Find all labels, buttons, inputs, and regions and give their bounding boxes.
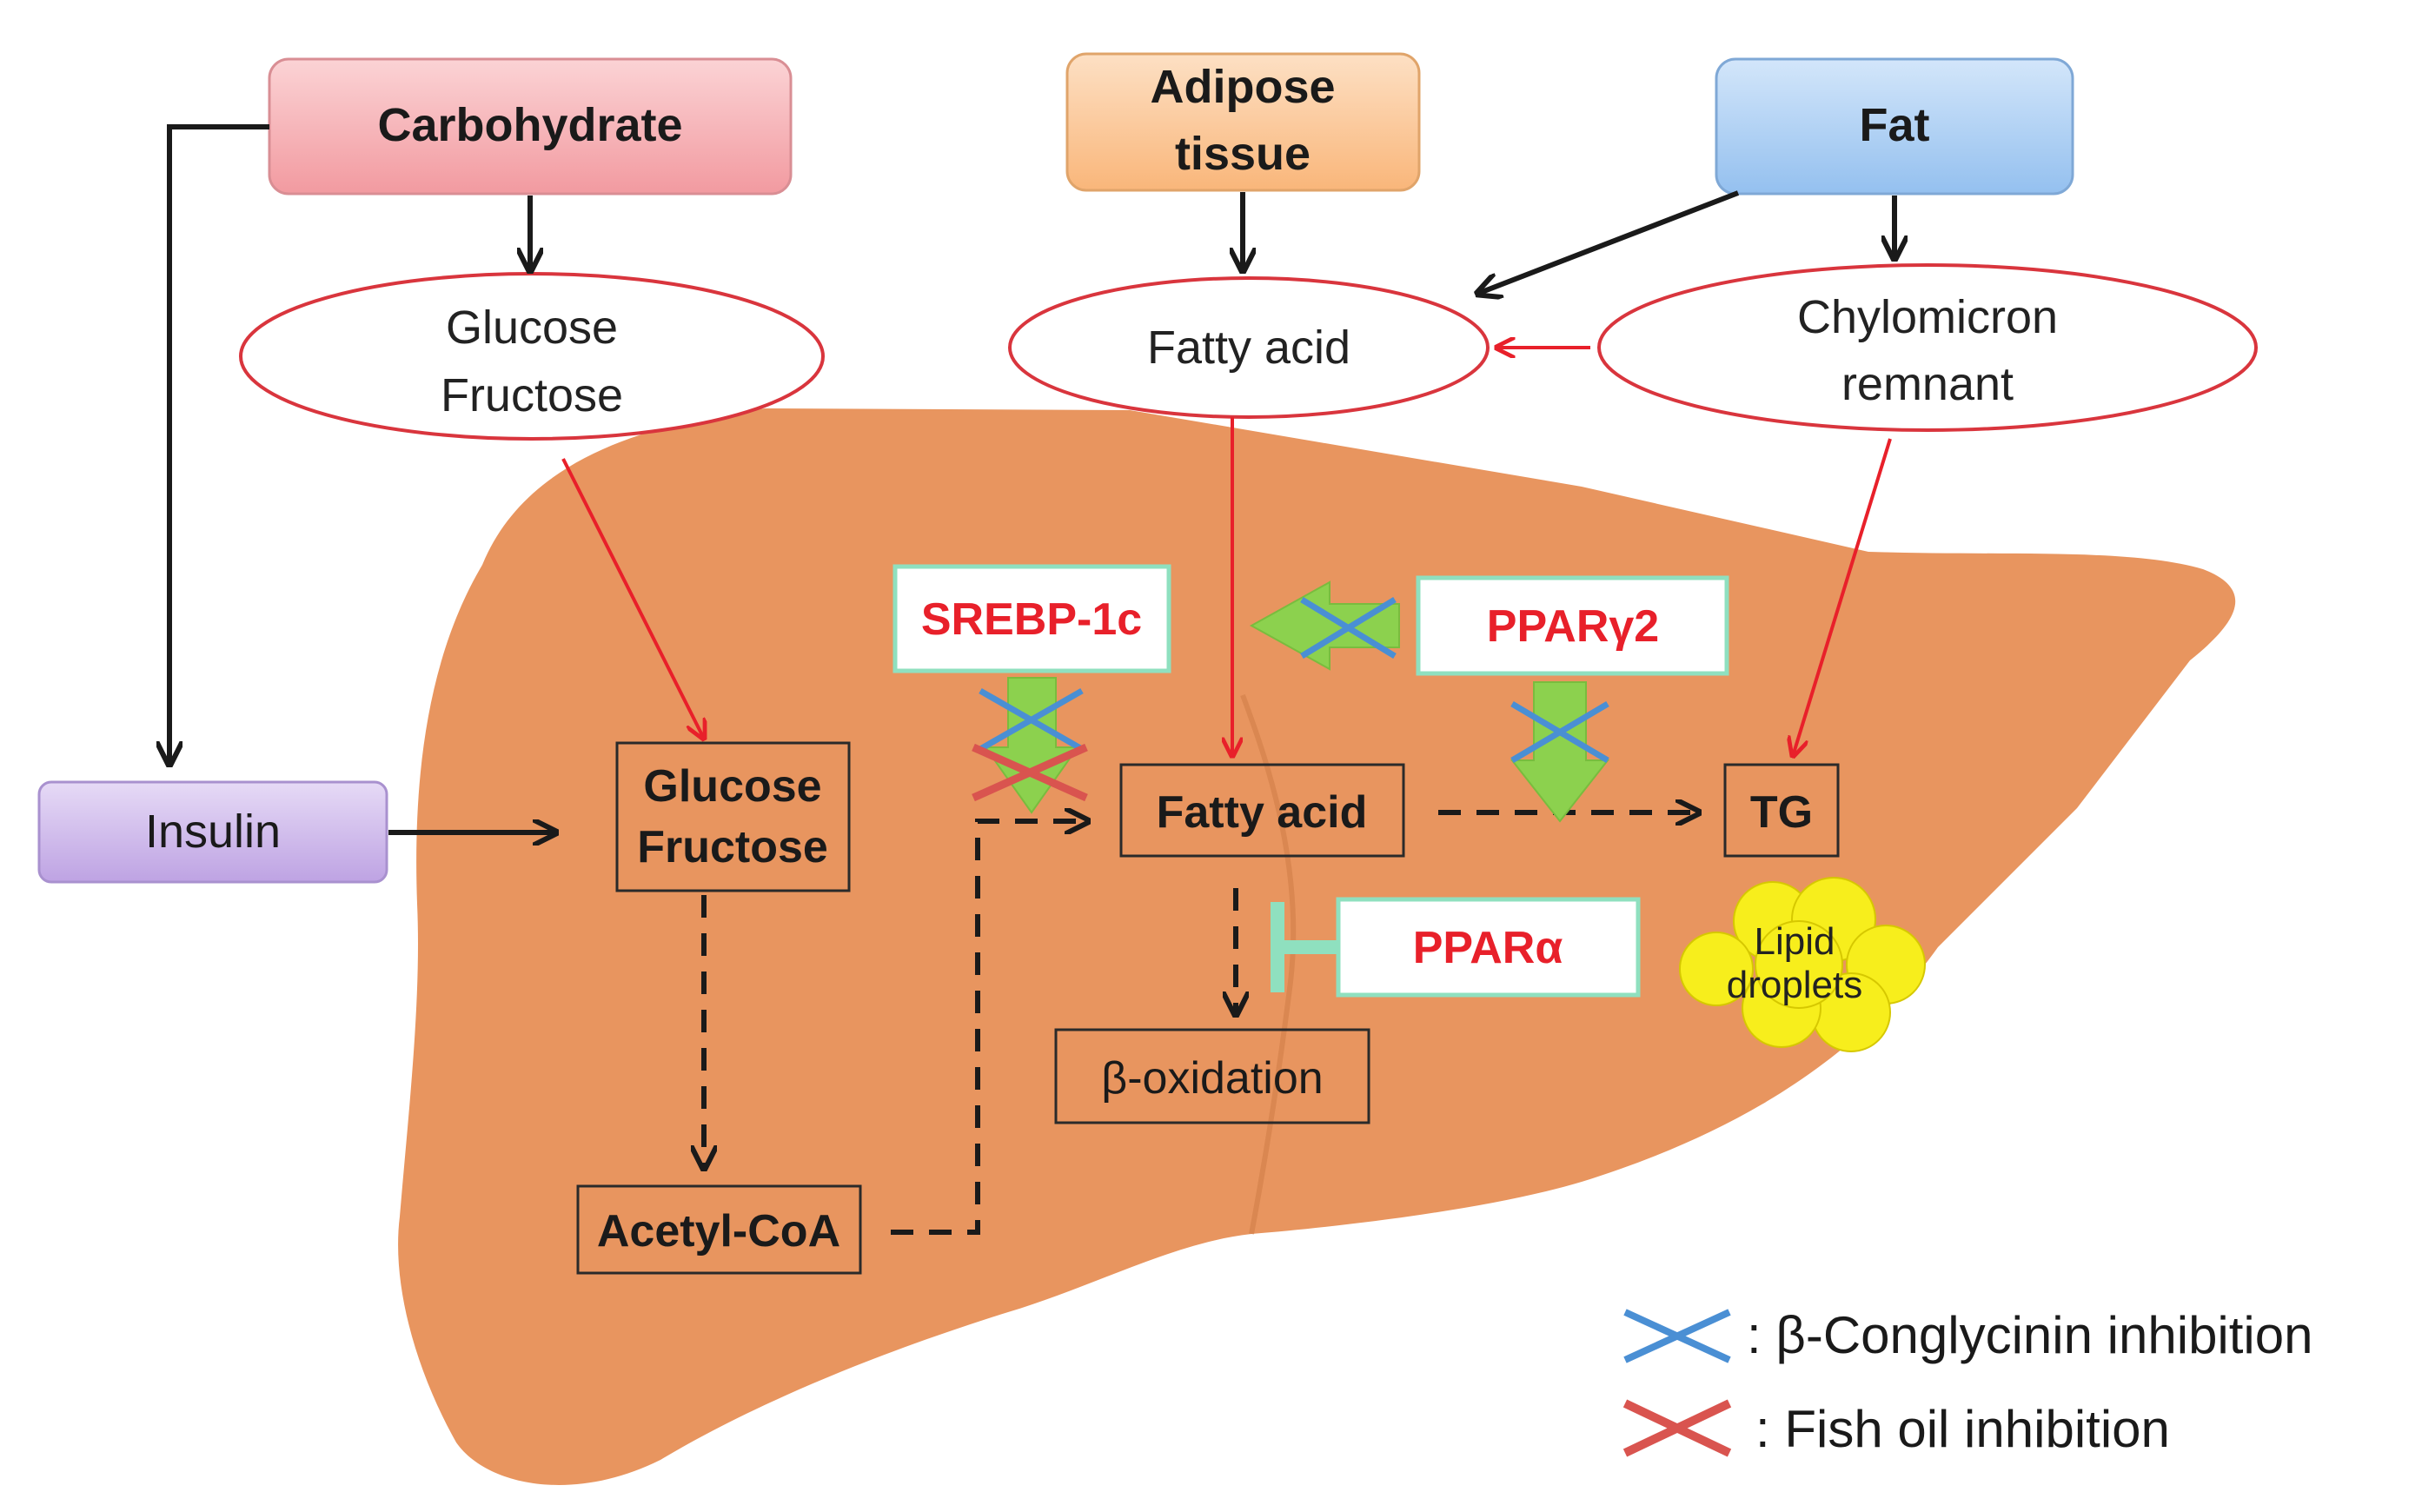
lipid-droplets: Lipid droplets: [1679, 877, 1926, 1052]
liver-glucose-fructose-box: Glucose Fructose: [615, 741, 851, 892]
liver-fructose-text: Fructose: [637, 822, 828, 872]
ellipse-fatty-acid-text: Fatty acid: [1147, 322, 1350, 374]
ppar-alpha-box: PPARα: [1336, 897, 1641, 998]
arrow-glucose-ellipse-to-liver-glucose: [561, 458, 704, 739]
adipose-label-line2: tissue: [1175, 128, 1311, 180]
ppar-gamma2-down-blue-cross: [1510, 700, 1609, 764]
legend-red-cross-icon: [1622, 1399, 1732, 1457]
ppar-gamma2-left-blue-cross: [1300, 597, 1397, 659]
acetyl-coa-text: Acetyl-CoA: [597, 1206, 840, 1257]
ellipse-remnant-text: remnant: [1841, 358, 2014, 410]
legend-fish-oil-text: : Fish oil inhibition: [1755, 1400, 2170, 1458]
ellipse-fructose-text: Fructose: [441, 369, 623, 421]
liver-fatty-acid-box: Fatty acid: [1119, 763, 1405, 858]
ppar-gamma2-green-left-arrow: [1249, 580, 1400, 671]
arrow-acetyl-coa-to-fatty-acid: [891, 821, 1088, 1235]
adipose-label-line1: Adipose: [1150, 61, 1335, 113]
liver-fatty-acid-text: Fatty acid: [1157, 787, 1368, 838]
srebp-1c-text: SREBP-1c: [921, 594, 1142, 645]
srebp-blue-cross: [979, 687, 1084, 753]
ppar-gamma2-box: PPARγ2: [1416, 575, 1729, 676]
ppar-gamma2-text: PPARγ2: [1487, 601, 1659, 652]
red-arrows: [561, 348, 1892, 756]
fatty-acid-ellipse: Fatty acid: [1008, 276, 1490, 419]
legend-blue-cross-icon: [1623, 1309, 1731, 1363]
insulin-label: Insulin: [145, 806, 281, 858]
beta-oxidation-box: β-oxidation: [1054, 1028, 1370, 1124]
insulin-box: Insulin: [37, 780, 388, 884]
acetyl-coa-box: Acetyl-CoA: [576, 1184, 862, 1275]
tg-text: TG: [1750, 787, 1813, 838]
black-arrows: [169, 124, 1894, 832]
ellipse-glucose-text: Glucose: [446, 302, 618, 354]
srebp-red-cross: [972, 743, 1088, 802]
liver-lobe-contour: [1240, 693, 1297, 1235]
glucose-fructose-ellipse: Glucose Fructose: [239, 272, 825, 441]
srebp-1c-box: SREBP-1c: [892, 564, 1171, 673]
adipose-tissue-box: Adipose tissue: [1065, 52, 1421, 192]
arrow-chylomicron-to-tg: [1793, 438, 1892, 756]
legend-conglycinin-text: : β-Conglycinin inhibition: [1747, 1306, 2313, 1364]
legend: : β-Conglycinin inhibition : Fish oil in…: [1622, 1306, 2313, 1458]
fat-label: Fat: [1860, 99, 1930, 151]
droplets-text: droplets: [1727, 964, 1863, 1006]
arrow-carbohydrate-to-insulin: [169, 124, 269, 765]
liver-glucose-text: Glucose: [643, 761, 821, 812]
fat-box: Fat: [1715, 57, 2074, 196]
arrow-fat-to-fatty-acid: [1477, 190, 1740, 294]
chylomicron-remnant-ellipse: Chylomicron remnant: [1597, 263, 2258, 432]
dashed-arrows: [704, 812, 1699, 1235]
carbohydrate-label: Carbohydrate: [377, 99, 682, 151]
tg-box: TG: [1723, 763, 1840, 858]
lipid-text: Lipid: [1755, 920, 1835, 963]
carbohydrate-box: Carbohydrate: [268, 57, 793, 196]
ppar-alpha-text: PPARα: [1413, 923, 1563, 973]
ellipse-chylomicron-text: Chylomicron: [1797, 291, 2058, 343]
beta-oxidation-text: β-oxidation: [1101, 1053, 1323, 1104]
